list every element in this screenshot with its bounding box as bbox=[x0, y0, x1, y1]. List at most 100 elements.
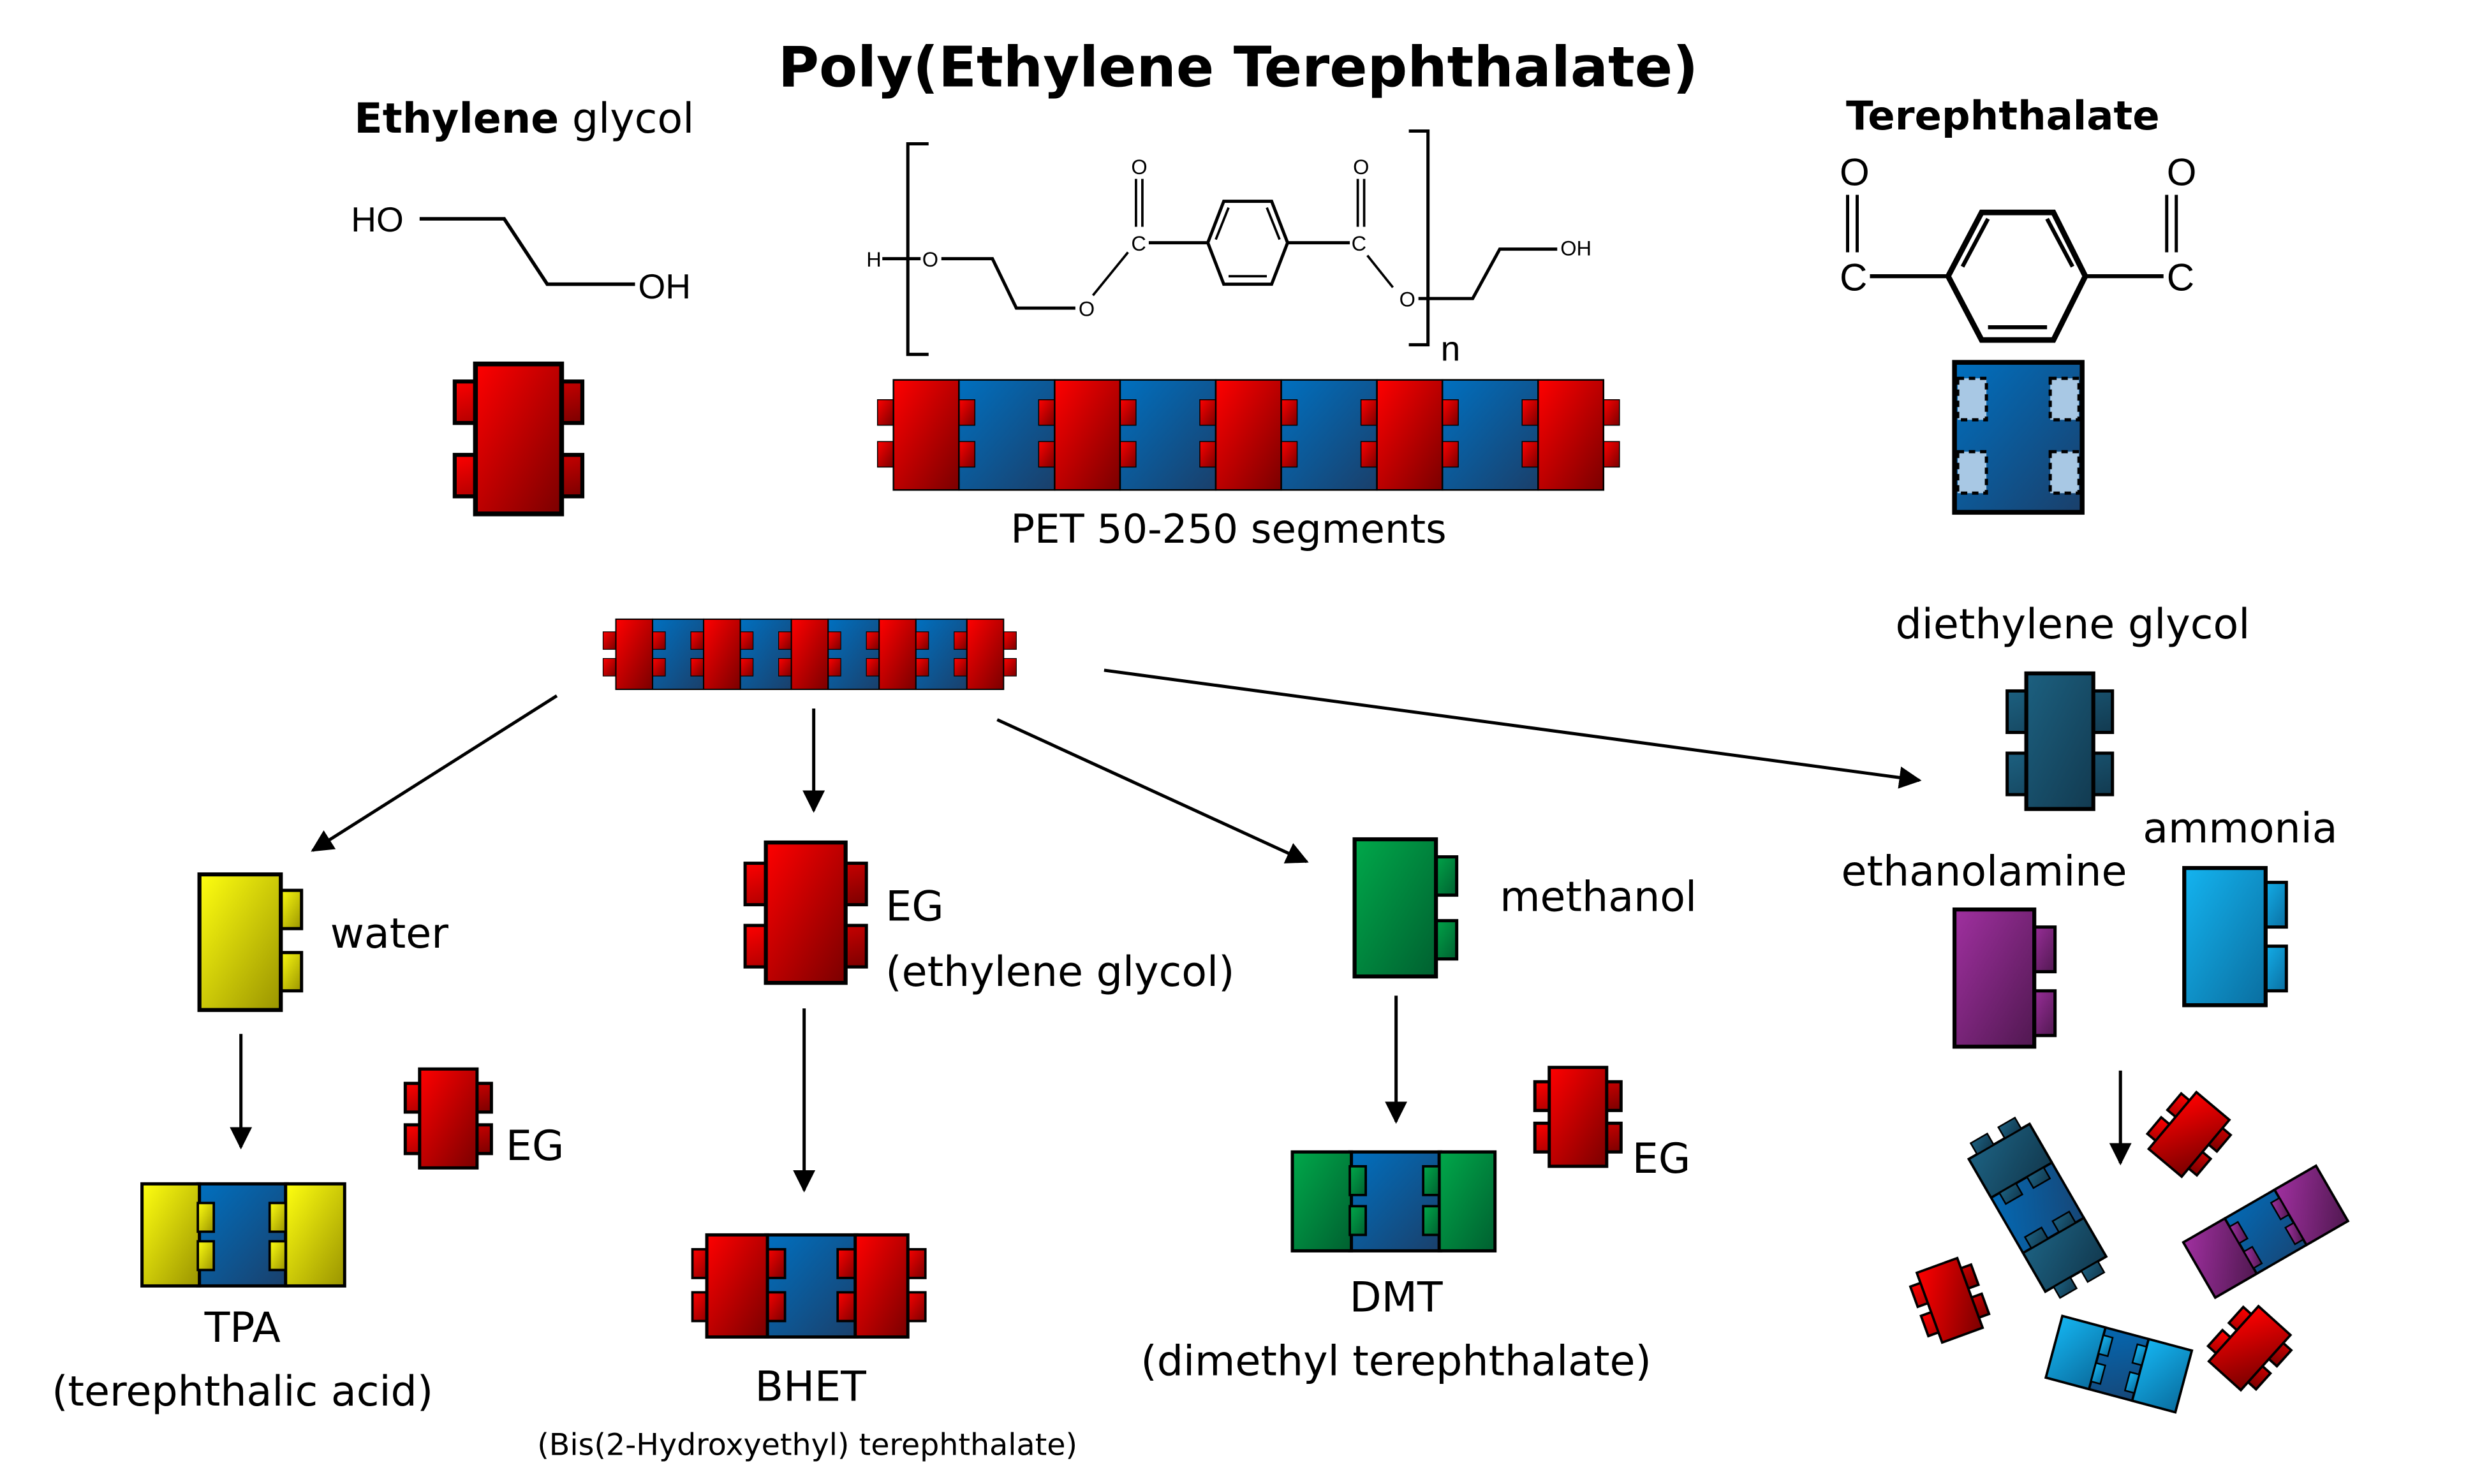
chain-link-tab bbox=[1442, 399, 1459, 426]
eg-product-block-3 bbox=[2199, 1298, 2300, 1399]
eg-byproduct-label-1: EG bbox=[506, 1122, 564, 1170]
chain-link-tab bbox=[1119, 441, 1137, 468]
chain-link-tab bbox=[690, 631, 704, 650]
chain-link-tab bbox=[915, 658, 929, 677]
ethylene-glycol-block bbox=[455, 364, 582, 514]
pet-chain-blocks bbox=[876, 379, 1620, 491]
chain-link-tab bbox=[1199, 441, 1216, 468]
chain-link-tab bbox=[1038, 399, 1056, 426]
chain-link-tab bbox=[954, 658, 968, 677]
eg-byproduct-block-1 bbox=[405, 1069, 491, 1168]
pet-atom-c2: C bbox=[1352, 232, 1366, 255]
terephthalate-label: Terephthalate bbox=[1846, 92, 2160, 139]
ethanolamine-block bbox=[1952, 907, 2057, 1049]
eg-product-block-1 bbox=[2139, 1084, 2239, 1185]
chain-link-tab bbox=[958, 441, 976, 468]
chain-ethylene-glycol-segment bbox=[892, 379, 960, 491]
chain-link-tab bbox=[1603, 399, 1620, 426]
tpa-full-name: (terephthalic acid) bbox=[52, 1368, 433, 1416]
water-label: water bbox=[330, 910, 449, 958]
chain-link-tab bbox=[1038, 441, 1056, 468]
chain-link-tab bbox=[739, 658, 754, 677]
eg-byproduct-label-2: EG bbox=[1632, 1135, 1690, 1183]
cyan-product-block bbox=[2044, 1314, 2194, 1414]
chain-link-tab bbox=[827, 658, 841, 677]
chain-link-tab bbox=[1521, 441, 1539, 468]
methanol-block bbox=[1352, 837, 1459, 979]
eg-reagent-label: EG bbox=[885, 883, 943, 931]
bhet-abbrev: BHET bbox=[755, 1363, 867, 1411]
chain-link-tab bbox=[1003, 658, 1017, 677]
chain-terephthalate-segment bbox=[652, 618, 705, 690]
chain-ethylene-glycol-segment bbox=[1215, 379, 1282, 491]
chain-link-tab bbox=[866, 631, 880, 650]
eg-reagent-block bbox=[743, 840, 868, 985]
dmt-full-name: (dimethyl terephthalate) bbox=[1141, 1338, 1651, 1386]
ethylene-glycol-label-regular: glycol bbox=[572, 95, 694, 143]
chain-link-tab bbox=[876, 441, 894, 468]
arrow-to-water bbox=[311, 694, 558, 852]
dmt-abbrev: DMT bbox=[1350, 1274, 1443, 1321]
diethylene-glycol-label: diethylene glycol bbox=[1896, 601, 2250, 649]
ethylene-glycol-label: Ethylene glycol bbox=[354, 95, 694, 143]
pet-atom-h: H bbox=[866, 248, 881, 271]
eg-product-block-2 bbox=[1905, 1253, 1994, 1348]
chain-terephthalate-segment bbox=[958, 379, 1056, 491]
chain-ethylene-glycol-segment bbox=[878, 618, 917, 690]
chain-link-tab bbox=[954, 631, 968, 650]
chain-link-tab bbox=[1603, 441, 1620, 468]
chain-terephthalate-segment bbox=[1119, 379, 1217, 491]
chain-ethylene-glycol-segment bbox=[1054, 379, 1121, 491]
diethylene-glycol-block bbox=[2005, 671, 2115, 811]
eg-reagent-detail: (ethylene glycol) bbox=[885, 948, 1234, 996]
eg-ho-atom: HO bbox=[351, 200, 404, 239]
chain-link-tab bbox=[915, 631, 929, 650]
tpa-atom-c-left: C bbox=[1840, 256, 1867, 299]
pet-atom-o4: O bbox=[1353, 156, 1369, 179]
ethylene-glycol-structure: HO OH bbox=[351, 200, 691, 306]
chain-link-tab bbox=[652, 658, 666, 677]
ethylene-glycol-label-bold: Ethylene bbox=[354, 95, 559, 143]
chain-link-tab bbox=[739, 631, 754, 650]
tpa-atom-o-right: O bbox=[2167, 151, 2197, 194]
terephthalate-structure: O O C C bbox=[1840, 151, 2197, 343]
pet-atom-o2: O bbox=[1079, 298, 1095, 321]
chain-link-tab bbox=[1442, 441, 1459, 468]
pet-atom-n: n bbox=[1441, 329, 1461, 369]
ammonia-label: ammonia bbox=[2143, 805, 2337, 853]
chain-link-tab bbox=[652, 631, 666, 650]
chain-ethylene-glycol-segment bbox=[790, 618, 829, 690]
chain-link-tab bbox=[1003, 631, 1017, 650]
tpa-abbrev: TPA bbox=[204, 1304, 281, 1352]
arrow-to-methanol bbox=[996, 718, 1309, 863]
pet-repeat-unit-structure: H O O C O C O O OH n bbox=[866, 129, 1592, 369]
chain-link-tab bbox=[827, 631, 841, 650]
chain-terephthalate-segment bbox=[1280, 379, 1378, 491]
chain-ethylene-glycol-segment bbox=[1537, 379, 1605, 491]
chain-link-tab bbox=[1280, 441, 1298, 468]
chain-ethylene-glycol-segment bbox=[703, 618, 741, 690]
teal-product-block bbox=[1967, 1116, 2108, 1299]
pet-atom-o5: O bbox=[1400, 288, 1415, 311]
terephthalate-block bbox=[1952, 360, 2085, 515]
ammonia-block bbox=[2182, 865, 2288, 1008]
tpa-atom-c-right: C bbox=[2167, 256, 2194, 299]
tpa-block bbox=[140, 1182, 346, 1288]
chain-terephthalate-segment bbox=[739, 618, 792, 690]
eg-oh-atom: OH bbox=[639, 267, 691, 306]
ethanolamine-label: ethanolamine bbox=[1841, 848, 2127, 896]
dmt-block bbox=[1290, 1150, 1497, 1253]
chain-link-tab bbox=[876, 399, 894, 426]
water-block bbox=[197, 872, 304, 1012]
purple-product-block bbox=[2182, 1164, 2350, 1300]
chain-ethylene-glycol-segment bbox=[1376, 379, 1444, 491]
pet-atom-c1: C bbox=[1131, 232, 1146, 255]
chain-link-tab bbox=[778, 631, 792, 650]
chain-terephthalate-segment bbox=[915, 618, 968, 690]
tpa-atom-o-left: O bbox=[1840, 151, 1870, 194]
chain-terephthalate-segment bbox=[827, 618, 880, 690]
chain-link-tab bbox=[778, 658, 792, 677]
bhet-full-name: (Bis(2-Hydroxyethyl) terephthalate) bbox=[537, 1428, 1077, 1463]
chain-link-tab bbox=[602, 631, 617, 650]
